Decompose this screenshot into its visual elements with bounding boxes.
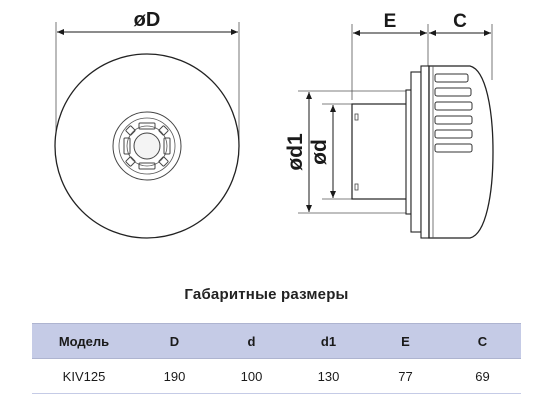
- cell-d: 100: [213, 358, 290, 394]
- front-view: øD: [54, 9, 240, 239]
- dim-label-D: øD: [134, 9, 161, 31]
- dim-label-d: ød: [308, 139, 331, 165]
- table-header-row: Модель D d d1 E C: [32, 323, 521, 359]
- table-title: Габаритные размеры: [184, 286, 349, 303]
- cell-E: 77: [367, 358, 444, 394]
- cell-C: 69: [444, 358, 521, 394]
- cell-model: KIV125: [32, 358, 136, 394]
- technical-drawing: øD E C: [54, 9, 494, 239]
- flange: [405, 89, 412, 215]
- header-D: D: [136, 323, 213, 359]
- side-view: E C ød1 ød: [284, 11, 494, 239]
- dim-label-d1: ød1: [284, 133, 307, 171]
- header-E: E: [367, 323, 444, 359]
- spigot: [351, 103, 409, 200]
- cell-D: 190: [136, 358, 213, 394]
- table-row: KIV125 190 100 130 77 69: [32, 358, 521, 394]
- dim-label-C: C: [453, 11, 467, 32]
- header-d: d: [213, 323, 290, 359]
- header-model: Модель: [32, 323, 136, 359]
- vent-slots: [434, 73, 473, 153]
- dimensions-table: Модель D d d1 E C KIV125 190 100 130 77 …: [32, 323, 521, 394]
- header-C: C: [444, 323, 521, 359]
- dim-label-E: E: [384, 11, 397, 32]
- header-d1: d1: [290, 323, 367, 359]
- cell-d1: 130: [290, 358, 367, 394]
